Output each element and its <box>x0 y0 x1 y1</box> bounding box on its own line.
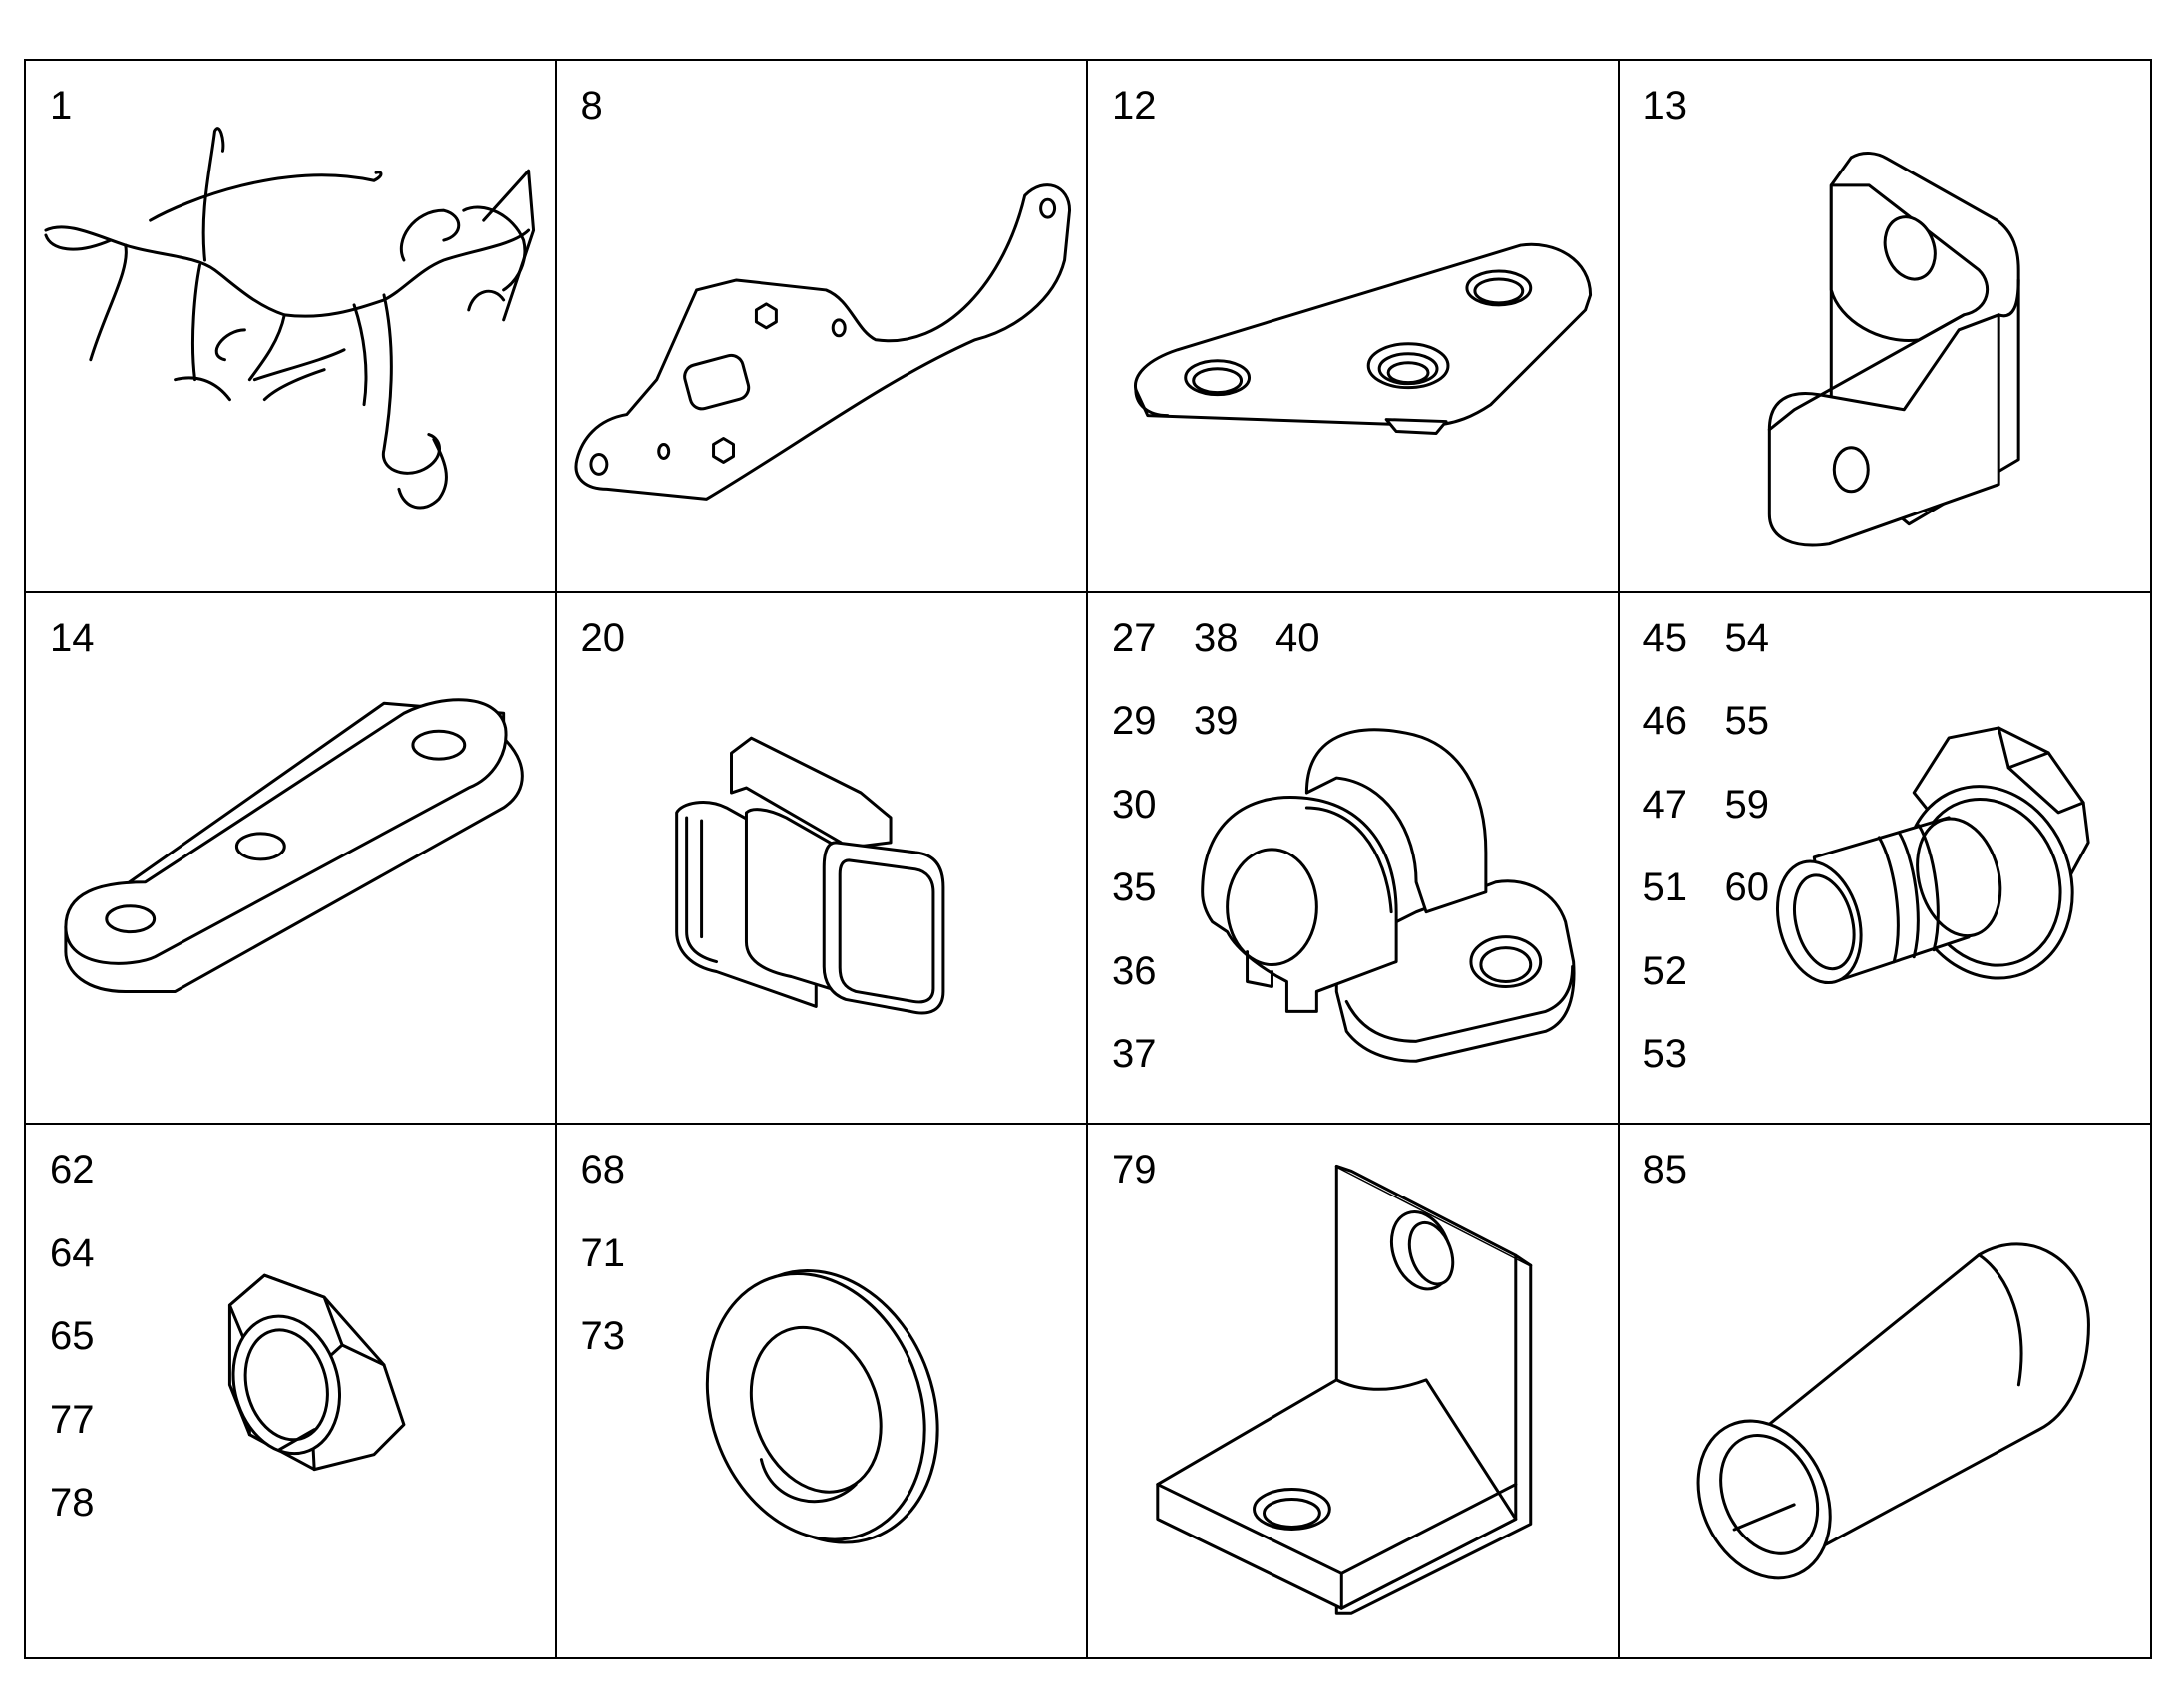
part-number: 59 <box>1724 782 1770 827</box>
l-bracket-icon <box>1156 1165 1533 1616</box>
part-cell-plate: 12 <box>1088 61 1620 593</box>
connector-icon <box>674 736 944 1015</box>
part-number: 47 <box>1642 782 1688 827</box>
part-number: 73 <box>580 1314 626 1359</box>
washer-icon <box>705 1269 939 1544</box>
part-cell-angle-bracket: 13 <box>1619 61 2150 593</box>
part-labels: 68 71 73 <box>581 1145 663 1644</box>
part-cell-spacer: 85 <box>1620 1125 2151 1657</box>
part-number: 29 <box>1112 699 1157 744</box>
part-number: 1 <box>50 84 73 128</box>
part-number: 55 <box>1724 699 1770 744</box>
part-labels: 45 46 47 51 52 53 54 55 59 60 <box>1643 613 1807 1113</box>
flange-bolt-icon <box>1775 726 2090 984</box>
part-number: 35 <box>1112 865 1157 910</box>
part-cell-p-clamp: 27 29 30 35 36 37 38 39 40 <box>1088 592 1620 1126</box>
part-number: 27 <box>1112 615 1157 660</box>
part-cell-link-plate: 14 <box>26 592 557 1126</box>
part-number: 36 <box>1112 948 1157 993</box>
part-number: 79 <box>1112 1148 1157 1193</box>
part-labels: 8 <box>581 81 663 580</box>
part-number: 68 <box>580 1148 626 1193</box>
angle-bracket-icon <box>1767 152 2020 547</box>
part-number: 71 <box>580 1230 626 1275</box>
part-number: 46 <box>1642 699 1688 744</box>
part-cell-washer: 68 71 73 <box>557 1125 1088 1657</box>
part-number: 85 <box>1642 1148 1688 1193</box>
part-cell-l-bracket: 79 <box>1088 1125 1620 1657</box>
mounting-bracket-icon <box>573 183 1071 501</box>
part-number: 37 <box>1112 1032 1157 1077</box>
part-number: 40 <box>1275 615 1320 660</box>
part-labels: 27 29 30 35 36 37 38 39 40 <box>1112 613 1357 1113</box>
part-labels: 14 <box>50 613 132 1113</box>
wiring-harness-icon <box>44 127 536 510</box>
part-labels: 12 <box>1112 81 1194 580</box>
part-number: 13 <box>1642 84 1688 128</box>
spacer-icon <box>1696 1242 2090 1580</box>
part-number: 65 <box>50 1314 95 1359</box>
link-plate-icon <box>64 697 524 993</box>
part-labels: 13 <box>1643 81 1725 580</box>
parts-grid: 1 <box>24 59 2152 1659</box>
part-labels: 79 <box>1112 1145 1194 1644</box>
part-cell-wiring-harness: 1 <box>26 61 557 593</box>
part-number: 54 <box>1724 615 1770 660</box>
part-number: 8 <box>580 84 603 128</box>
part-number: 64 <box>50 1230 95 1275</box>
p-clamp-icon <box>1201 728 1576 1063</box>
part-cell-connector: 20 <box>556 592 1088 1126</box>
part-cell-flange-bolt: 45 46 47 51 52 53 54 55 59 60 <box>1619 593 2150 1126</box>
part-labels: 85 <box>1643 1145 1725 1644</box>
part-number: 52 <box>1642 948 1688 993</box>
part-number: 12 <box>1112 84 1157 128</box>
part-number: 30 <box>1112 782 1157 827</box>
part-labels: 1 <box>50 81 132 580</box>
part-number: 62 <box>50 1148 95 1193</box>
part-number: 77 <box>50 1397 95 1442</box>
part-number: 38 <box>1194 615 1239 660</box>
part-number: 39 <box>1194 699 1239 744</box>
part-labels: 20 <box>581 613 663 1113</box>
plate-icon <box>1134 242 1593 436</box>
part-number: 20 <box>580 615 626 660</box>
hex-nut-icon <box>227 1273 406 1472</box>
part-number: 14 <box>50 615 95 660</box>
part-number: 45 <box>1642 615 1688 660</box>
part-cell-hex-nut: 62 64 65 77 78 <box>26 1125 557 1657</box>
part-number: 51 <box>1642 865 1688 910</box>
part-cell-mounting-bracket: 8 <box>556 61 1088 593</box>
part-number: 60 <box>1724 865 1770 910</box>
part-labels: 62 64 65 77 78 <box>50 1145 132 1644</box>
part-number: 53 <box>1642 1032 1688 1077</box>
part-number: 78 <box>50 1481 95 1526</box>
